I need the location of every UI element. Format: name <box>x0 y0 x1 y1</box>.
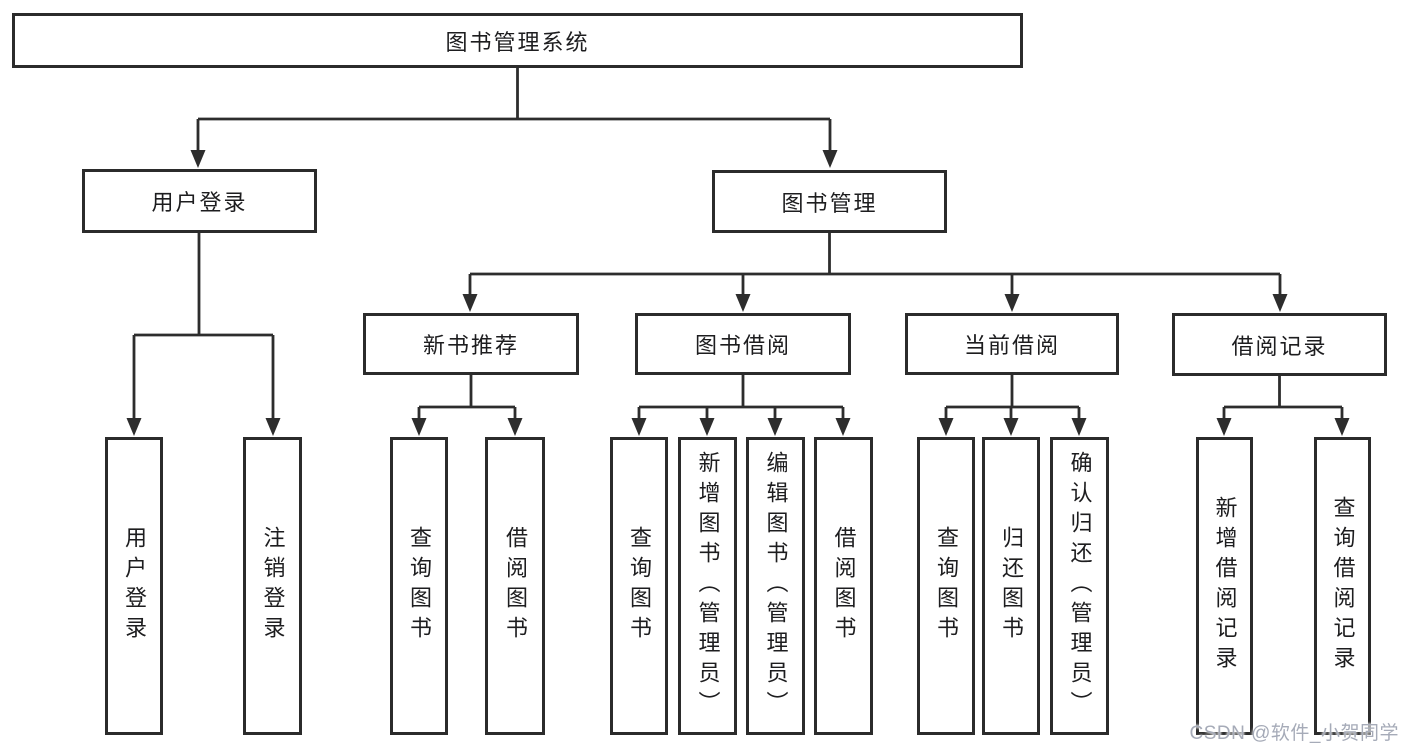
node-book-borrow-label: 图书借阅 <box>694 333 791 358</box>
leaf-logout-login-label: 注销登录 <box>260 526 286 646</box>
edge-new-book-rec-to-leaves <box>417 373 517 419</box>
node-user-login-label: 用户登录 <box>151 190 248 215</box>
node-new-book-recommend: 新书推荐 <box>363 313 579 375</box>
leaf-borrow-books-recommend-label: 借阅图书 <box>503 526 528 646</box>
node-borrow-records: 借阅记录 <box>1172 313 1387 376</box>
leaf-borrow-books: 借阅图书 <box>814 437 873 735</box>
node-book-management-label: 图书管理 <box>781 190 878 216</box>
leaf-edit-books-admin-label: 编辑图书（管理员） <box>763 451 789 721</box>
edge-book-mgmt-to-level3 <box>468 231 1282 295</box>
leaf-edit-books-admin: 编辑图书（管理员） <box>746 437 805 735</box>
node-book-borrow: 图书借阅 <box>635 313 851 375</box>
leaf-query-borrow-record-label: 查询借阅记录 <box>1330 496 1356 676</box>
leaf-borrow-books-label: 借阅图书 <box>831 526 857 646</box>
node-book-management: 图书管理 <box>712 170 947 233</box>
edge-user-login-to-leaves <box>132 231 275 419</box>
node-new-book-recommend-label: 新书推荐 <box>422 333 519 358</box>
leaf-return-books-label: 归还图书 <box>999 526 1024 646</box>
edge-borrow-records-to-leaves <box>1222 373 1344 419</box>
arrowheads <box>126 150 1350 436</box>
edge-current-borrow-to-leaves <box>944 373 1081 419</box>
leaf-confirm-return-admin-label: 确认归还（管理员） <box>1067 451 1093 721</box>
node-current-borrow: 当前借阅 <box>905 313 1119 375</box>
csdn-watermark: CSDN @软件_小贺同学 <box>1189 723 1399 744</box>
leaf-borrow-books-recommend: 借阅图书 <box>485 437 545 735</box>
edge-root-to-level2 <box>196 66 832 152</box>
leaf-query-books-current: 查询图书 <box>917 437 975 735</box>
leaf-query-books-current-label: 查询图书 <box>934 526 959 646</box>
leaf-add-borrow-record: 新增借阅记录 <box>1196 437 1253 735</box>
leaf-query-books-borrow-label: 查询图书 <box>627 526 652 646</box>
leaf-add-books-admin: 新增图书（管理员） <box>678 437 737 735</box>
node-root-label: 图书管理系统 <box>445 29 590 55</box>
leaf-query-books-borrow: 查询图书 <box>610 437 668 735</box>
leaf-logout-login: 注销登录 <box>243 437 302 735</box>
node-user-login: 用户登录 <box>82 169 317 233</box>
edge-book-borrow-to-leaves <box>637 373 845 419</box>
leaf-return-books: 归还图书 <box>982 437 1040 735</box>
leaf-user-login: 用户登录 <box>105 437 163 735</box>
leaf-add-borrow-record-label: 新增借阅记录 <box>1212 496 1238 676</box>
node-borrow-records-label: 借阅记录 <box>1231 333 1328 359</box>
node-current-borrow-label: 当前借阅 <box>963 333 1060 358</box>
leaf-query-borrow-record: 查询借阅记录 <box>1314 437 1371 735</box>
leaf-confirm-return-admin: 确认归还（管理员） <box>1050 437 1109 735</box>
leaf-add-books-admin-label: 新增图书（管理员） <box>695 451 721 721</box>
node-root: 图书管理系统 <box>12 13 1023 68</box>
leaf-user-login-label: 用户登录 <box>122 526 147 646</box>
leaf-query-books-recommend-label: 查询图书 <box>407 526 432 646</box>
leaf-query-books-recommend: 查询图书 <box>390 437 448 735</box>
